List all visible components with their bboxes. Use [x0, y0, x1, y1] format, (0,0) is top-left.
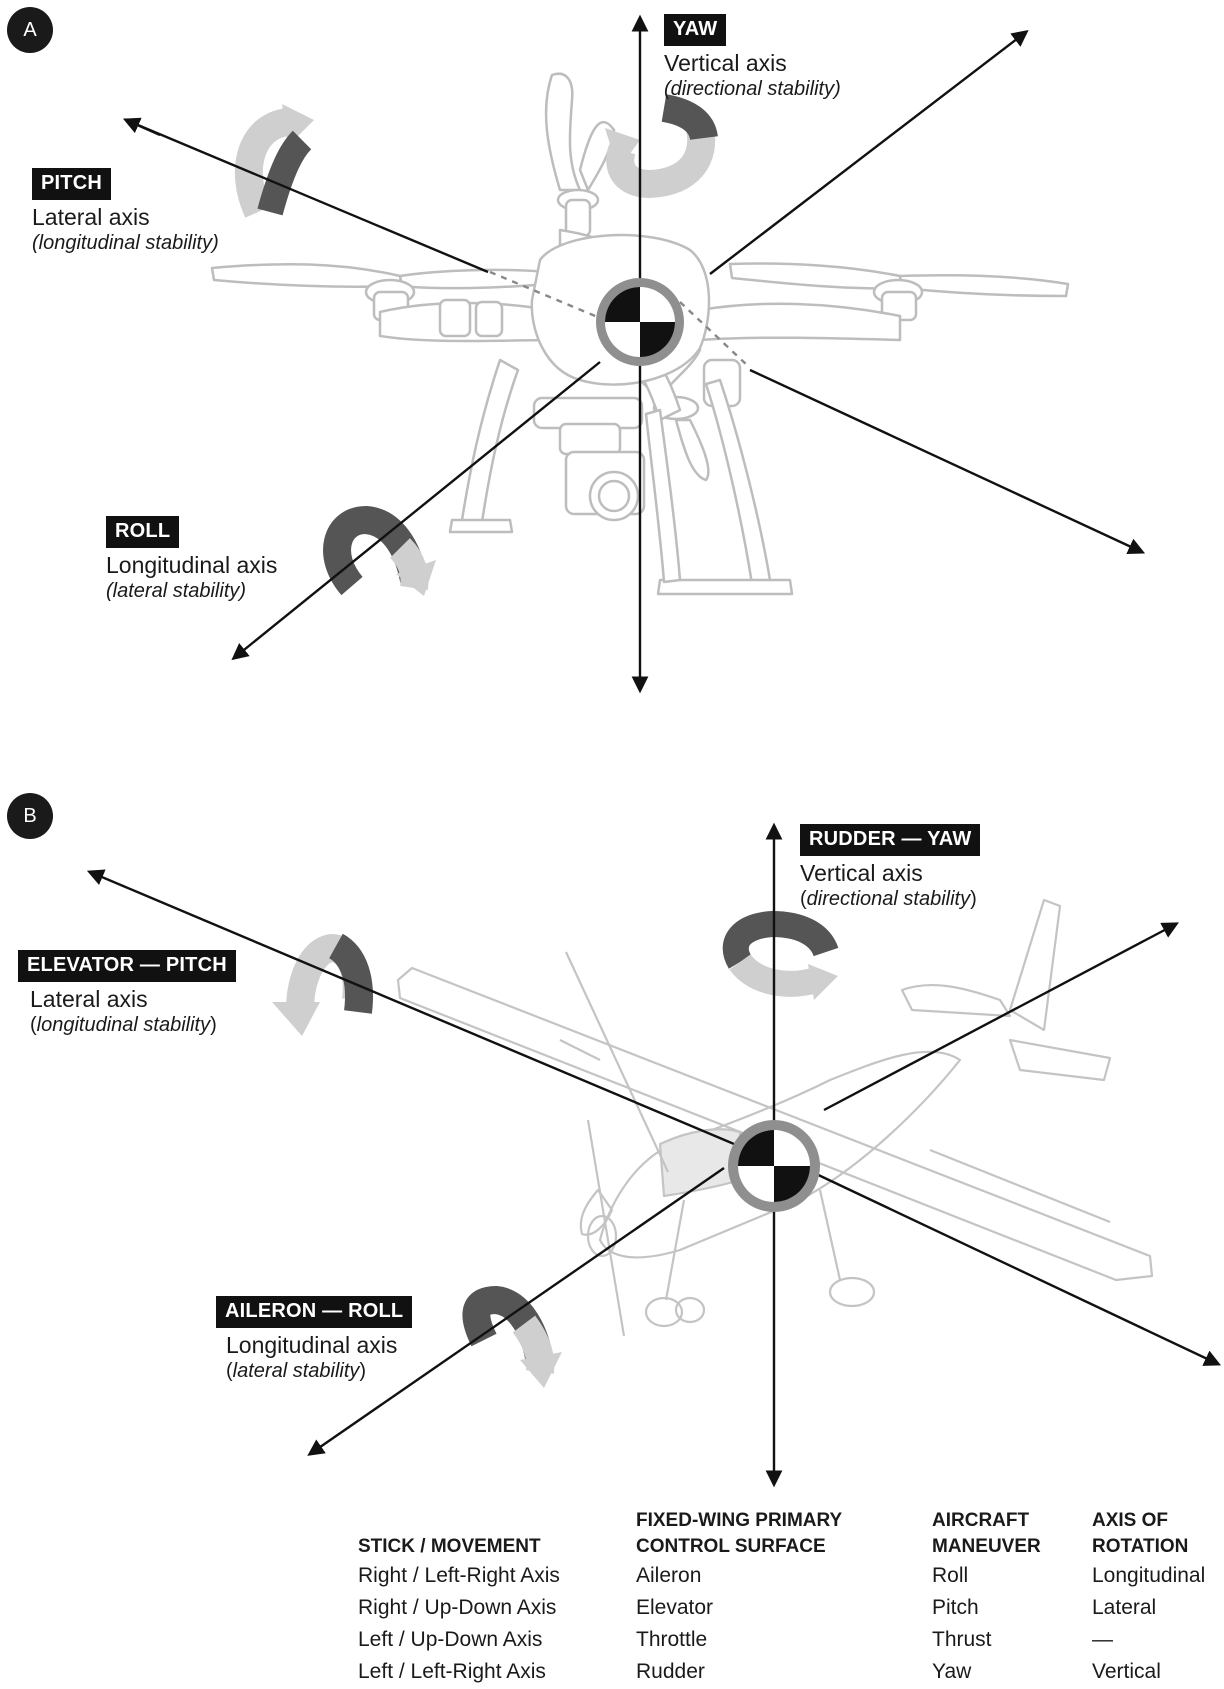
- roll-axis-text: Longitudinal axis: [106, 552, 278, 578]
- cell-maneuver-4: Yaw: [932, 1660, 972, 1683]
- table-col-stick: STICK / MOVEMENT Right / Left-Right Axis…: [358, 1508, 560, 1688]
- elevator-axis-text: Lateral axis: [30, 986, 148, 1012]
- rudder-stab-open: (: [800, 888, 807, 910]
- airplane-illustration: [396, 898, 1154, 1337]
- table-col-axis: AXIS OF ROTATION Longitudinal Lateral — …: [1092, 1508, 1205, 1688]
- roll-rotation-arrow-b: [462, 1285, 562, 1388]
- aileron-roll-label: AILERON — ROLL Longitudinal axis (latera…: [216, 1296, 413, 1383]
- aileron-stability-text: (lateral stability): [216, 1360, 412, 1383]
- yaw-stability-text: (directional stability): [664, 78, 841, 100]
- pitch-tag: PITCH: [32, 168, 111, 200]
- cell-axis-4: Vertical: [1092, 1660, 1161, 1683]
- yaw-axis-text: Vertical axis: [664, 50, 787, 76]
- pitch-label-a: PITCH Lateral axis (longitudinal stabili…: [32, 168, 219, 255]
- yaw-tag: YAW: [664, 14, 727, 46]
- aileron-stab-text: lateral stability: [232, 1360, 360, 1382]
- pitch-axis-text: Lateral axis: [32, 204, 150, 230]
- elevator-stability-text: (longitudinal stability): [18, 1014, 236, 1037]
- axes-a: [122, 14, 1146, 694]
- yaw-rotation-arrow-b: [722, 910, 839, 1000]
- cell-axis-2: Lateral: [1092, 1596, 1157, 1619]
- pitch-stability-text: (longitudinal stability): [32, 232, 219, 254]
- aileron-stab-close: ): [359, 1360, 367, 1382]
- cell-maneuver-1: Roll: [932, 1564, 969, 1587]
- center-of-gravity-a: [596, 278, 684, 366]
- cell-stick-4: Left / Left-Right Axis: [358, 1660, 546, 1683]
- cell-maneuver-2: Pitch: [932, 1596, 979, 1619]
- yaw-label-a: YAW Vertical axis (directional stability…: [664, 14, 841, 101]
- roll-tag: ROLL: [106, 516, 180, 548]
- rudder-axis-text: Vertical axis: [800, 860, 923, 886]
- elevator-pitch-tag: ELEVATOR — PITCH: [18, 950, 236, 982]
- center-of-gravity-b: [728, 1120, 820, 1212]
- rudder-yaw-label: RUDDER — YAW Vertical axis (directional …: [800, 824, 981, 911]
- rudder-yaw-tag: RUDDER — YAW: [800, 824, 981, 856]
- elevator-stab-close: ): [210, 1014, 217, 1036]
- cell-surface-2: Elevator: [636, 1596, 714, 1619]
- cell-stick-2: Right / Up-Down Axis: [358, 1596, 557, 1619]
- rudder-stability-text: (directional stability): [800, 888, 980, 911]
- roll-stability-text: (lateral stability): [106, 580, 247, 602]
- yaw-rotation-arrow-a: [605, 94, 718, 199]
- cell-surface-1: Aileron: [636, 1564, 702, 1587]
- cell-surface-3: Throttle: [636, 1628, 708, 1651]
- cell-stick-1: Right / Left-Right Axis: [358, 1564, 560, 1587]
- elevator-stab-open: (: [30, 1014, 37, 1036]
- header-maneuver-2: MANEUVER: [932, 1536, 1041, 1557]
- table-col-maneuver: AIRCRAFT MANEUVER Roll Pitch Thrust Yaw: [932, 1508, 1041, 1688]
- axes-b: [86, 822, 1222, 1488]
- elevator-stab-text: longitudinal stability: [36, 1014, 211, 1036]
- elevator-pitch-label: ELEVATOR — PITCH Lateral axis (longitudi…: [18, 950, 236, 1037]
- panel-b-badge: B: [7, 793, 53, 839]
- cell-axis-3: —: [1092, 1628, 1113, 1651]
- panel-a-badge: A: [7, 7, 53, 53]
- roll-rotation-arrow-a: [323, 505, 436, 596]
- header-control-surface-1: FIXED-WING PRIMARY: [636, 1510, 843, 1531]
- header-maneuver-1: AIRCRAFT: [932, 1510, 1030, 1531]
- header-stick-movement: STICK / MOVEMENT: [358, 1536, 541, 1557]
- pitch-rotation-arrow-a: [234, 104, 314, 218]
- cell-axis-1: Longitudinal: [1092, 1564, 1206, 1587]
- rudder-stab-text: directional stability: [806, 888, 971, 910]
- cell-maneuver-3: Thrust: [932, 1628, 992, 1651]
- cell-surface-4: Rudder: [636, 1660, 705, 1683]
- pitch-rotation-arrow-b: [272, 933, 373, 1036]
- table-col-control-surface: FIXED-WING PRIMARY CONTROL SURFACE Ailer…: [636, 1508, 842, 1688]
- header-control-surface-2: CONTROL SURFACE: [636, 1536, 826, 1557]
- rudder-stab-close: ): [970, 888, 977, 910]
- aileron-axis-text: Longitudinal axis: [226, 1332, 398, 1358]
- header-axis-2: ROTATION: [1092, 1536, 1189, 1557]
- aileron-stab-open: (: [226, 1360, 233, 1382]
- roll-label-a: ROLL Longitudinal axis (lateral stabilit…: [106, 516, 277, 603]
- cell-stick-3: Left / Up-Down Axis: [358, 1628, 543, 1651]
- aileron-roll-tag: AILERON — ROLL: [216, 1296, 413, 1328]
- header-axis-1: AXIS OF: [1092, 1510, 1169, 1531]
